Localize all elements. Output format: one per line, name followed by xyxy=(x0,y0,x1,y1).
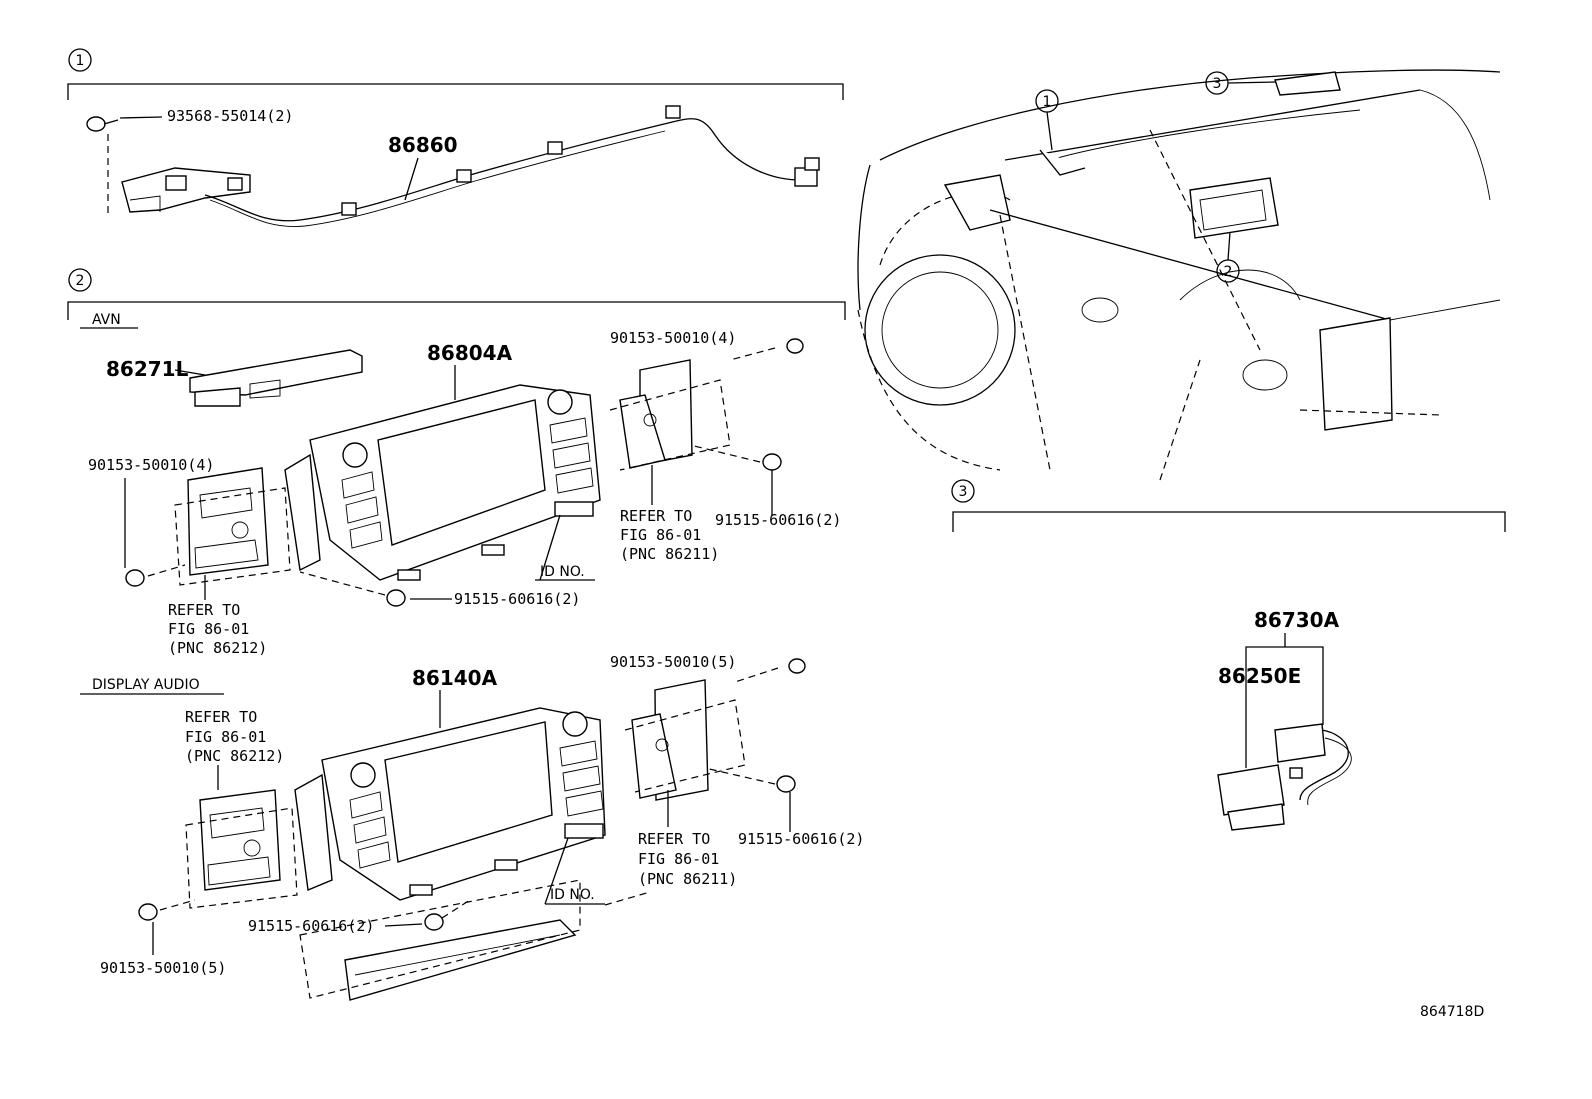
screw-da-bl-icon xyxy=(138,903,158,921)
harness-end-connector-icon xyxy=(794,157,820,187)
callout-1-number: 1 xyxy=(76,53,85,69)
screw-da-tr-icon xyxy=(788,658,806,674)
label-refer-da-r-3: (PNC 86211) xyxy=(638,870,737,888)
display-audio-title: DISPLAY AUDIO xyxy=(92,677,200,693)
screw-93568-icon xyxy=(86,116,119,132)
callout-1: 1 xyxy=(68,48,92,72)
display-audio-right-bracket-icon xyxy=(631,679,709,801)
label-refer-da-r-1: REFER TO xyxy=(638,830,710,848)
label-refer-avn-l-1: REFER TO xyxy=(168,601,240,619)
side-mirror-icon xyxy=(943,174,1011,231)
vehicle-callout-2-number: 2 xyxy=(1224,264,1233,280)
label-refer-da-l-3: (PNC 86212) xyxy=(185,747,284,765)
section-2-bracket xyxy=(67,301,846,320)
label-screw-avn-tr: 90153-50010(4) xyxy=(610,329,736,347)
harness-connector-icon xyxy=(121,167,251,213)
label-screw-da-bl: 90153-50010(5) xyxy=(100,959,226,977)
console-icon xyxy=(1319,317,1393,431)
vehicle-callout-1-number: 1 xyxy=(1043,94,1052,110)
avn-head-unit-icon xyxy=(284,384,601,581)
wheel-icon xyxy=(864,254,1016,406)
figure-id: 864718D xyxy=(1420,1004,1484,1020)
label-screw-avn-l: 90153-50010(4) xyxy=(88,456,214,474)
roof-module-icon xyxy=(1274,71,1341,96)
section-2: 2 AVN 86271L xyxy=(67,268,864,1001)
label-bolt-avn-b: 91515-60616(2) xyxy=(454,590,580,608)
label-bolt-da-r: 91515-60616(2) xyxy=(738,830,864,848)
bolt-da-b-icon xyxy=(424,913,444,931)
bolt-avn-b-icon xyxy=(386,589,406,607)
label-refer-avn-r-3: (PNC 86211) xyxy=(620,545,719,563)
label-refer-avn-l-2: FIG 86-01 xyxy=(168,620,249,638)
harness-clips xyxy=(341,105,681,216)
label-da-id-no: ID NO. xyxy=(550,887,595,903)
callout-3: 3 xyxy=(951,479,975,503)
callout-2: 2 xyxy=(68,268,92,292)
label-refer-da-r-2: FIG 86-01 xyxy=(638,850,719,868)
receiver-86730a-icon xyxy=(1274,723,1352,806)
display-audio-left-bracket-icon xyxy=(199,789,281,891)
label-bolt-avn-r: 91515-60616(2) xyxy=(715,511,841,529)
label-avn-unit-86804a: 86804A xyxy=(427,341,513,365)
harness-wire xyxy=(204,118,801,222)
vehicle-callout-1: 1 xyxy=(1035,89,1059,151)
label-module-86250e: 86250E xyxy=(1218,664,1301,688)
bolt-da-r-icon xyxy=(776,775,796,793)
avn-left-bracket-icon xyxy=(187,467,269,576)
label-avn-id-no: ID NO. xyxy=(540,564,585,580)
callout-3-number: 3 xyxy=(959,484,968,500)
vehicle-callout-3: 3 xyxy=(1205,71,1277,95)
label-refer-da-l-1: REFER TO xyxy=(185,708,257,726)
vehicle-callout-3-number: 3 xyxy=(1213,76,1222,92)
label-refer-avn-r-1: REFER TO xyxy=(620,507,692,525)
avn-right-bracket-icon xyxy=(619,359,693,469)
section-1: 1 93568-55014(2) xyxy=(67,48,844,228)
display-audio-unit-icon xyxy=(294,707,606,901)
label-harness-86860: 86860 xyxy=(388,133,458,157)
screw-avn-l-icon xyxy=(125,569,145,587)
vehicle-display-icon xyxy=(1189,177,1279,239)
label-refer-avn-l-3: (PNC 86212) xyxy=(168,639,267,657)
module-86250e-icon xyxy=(1217,764,1285,831)
label-bolt-da-b: 91515-60616(2) xyxy=(248,917,374,935)
section-3: 3 86730A 86250E xyxy=(951,479,1506,831)
vehicle-callout-2: 2 xyxy=(1216,231,1240,283)
callout-2-number: 2 xyxy=(76,273,85,289)
bracket-86271l-icon xyxy=(189,349,363,407)
screw-avn-tr-icon xyxy=(786,338,804,354)
avn-title: AVN xyxy=(92,312,121,328)
section-3-bracket xyxy=(952,511,1506,532)
label-refer-avn-r-2: FIG 86-01 xyxy=(620,526,701,544)
label-screw-93568: 93568-55014(2) xyxy=(167,107,293,125)
label-bracket-86271l: 86271L xyxy=(106,357,189,381)
bolt-avn-r-icon xyxy=(762,453,782,471)
label-display-audio-unit-86140a: 86140A xyxy=(412,666,498,690)
label-refer-da-l-2: FIG 86-01 xyxy=(185,728,266,746)
label-screw-da-tr: 90153-50010(5) xyxy=(610,653,736,671)
vehicle-interior-overview: 1 2 3 xyxy=(857,69,1501,481)
label-assembly-86730a: 86730A xyxy=(1254,608,1340,632)
section-1-bracket xyxy=(67,83,844,100)
